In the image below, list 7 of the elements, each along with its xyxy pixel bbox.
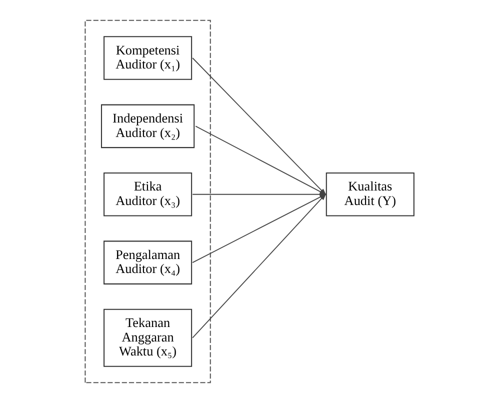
node-box: Tekanan Anggaran Waktu (x₅): [103, 308, 192, 367]
node-box: Kualitas Audit (Y): [325, 172, 414, 216]
cluster: [84, 20, 210, 384]
node-box: Etika Auditor (x₃): [103, 172, 192, 216]
node-box: Kompetensi Auditor (x₁): [103, 36, 192, 80]
node-box: Pengalaman Auditor (x₄): [103, 240, 192, 284]
node-box: Independensi Auditor (x₂): [100, 104, 194, 148]
